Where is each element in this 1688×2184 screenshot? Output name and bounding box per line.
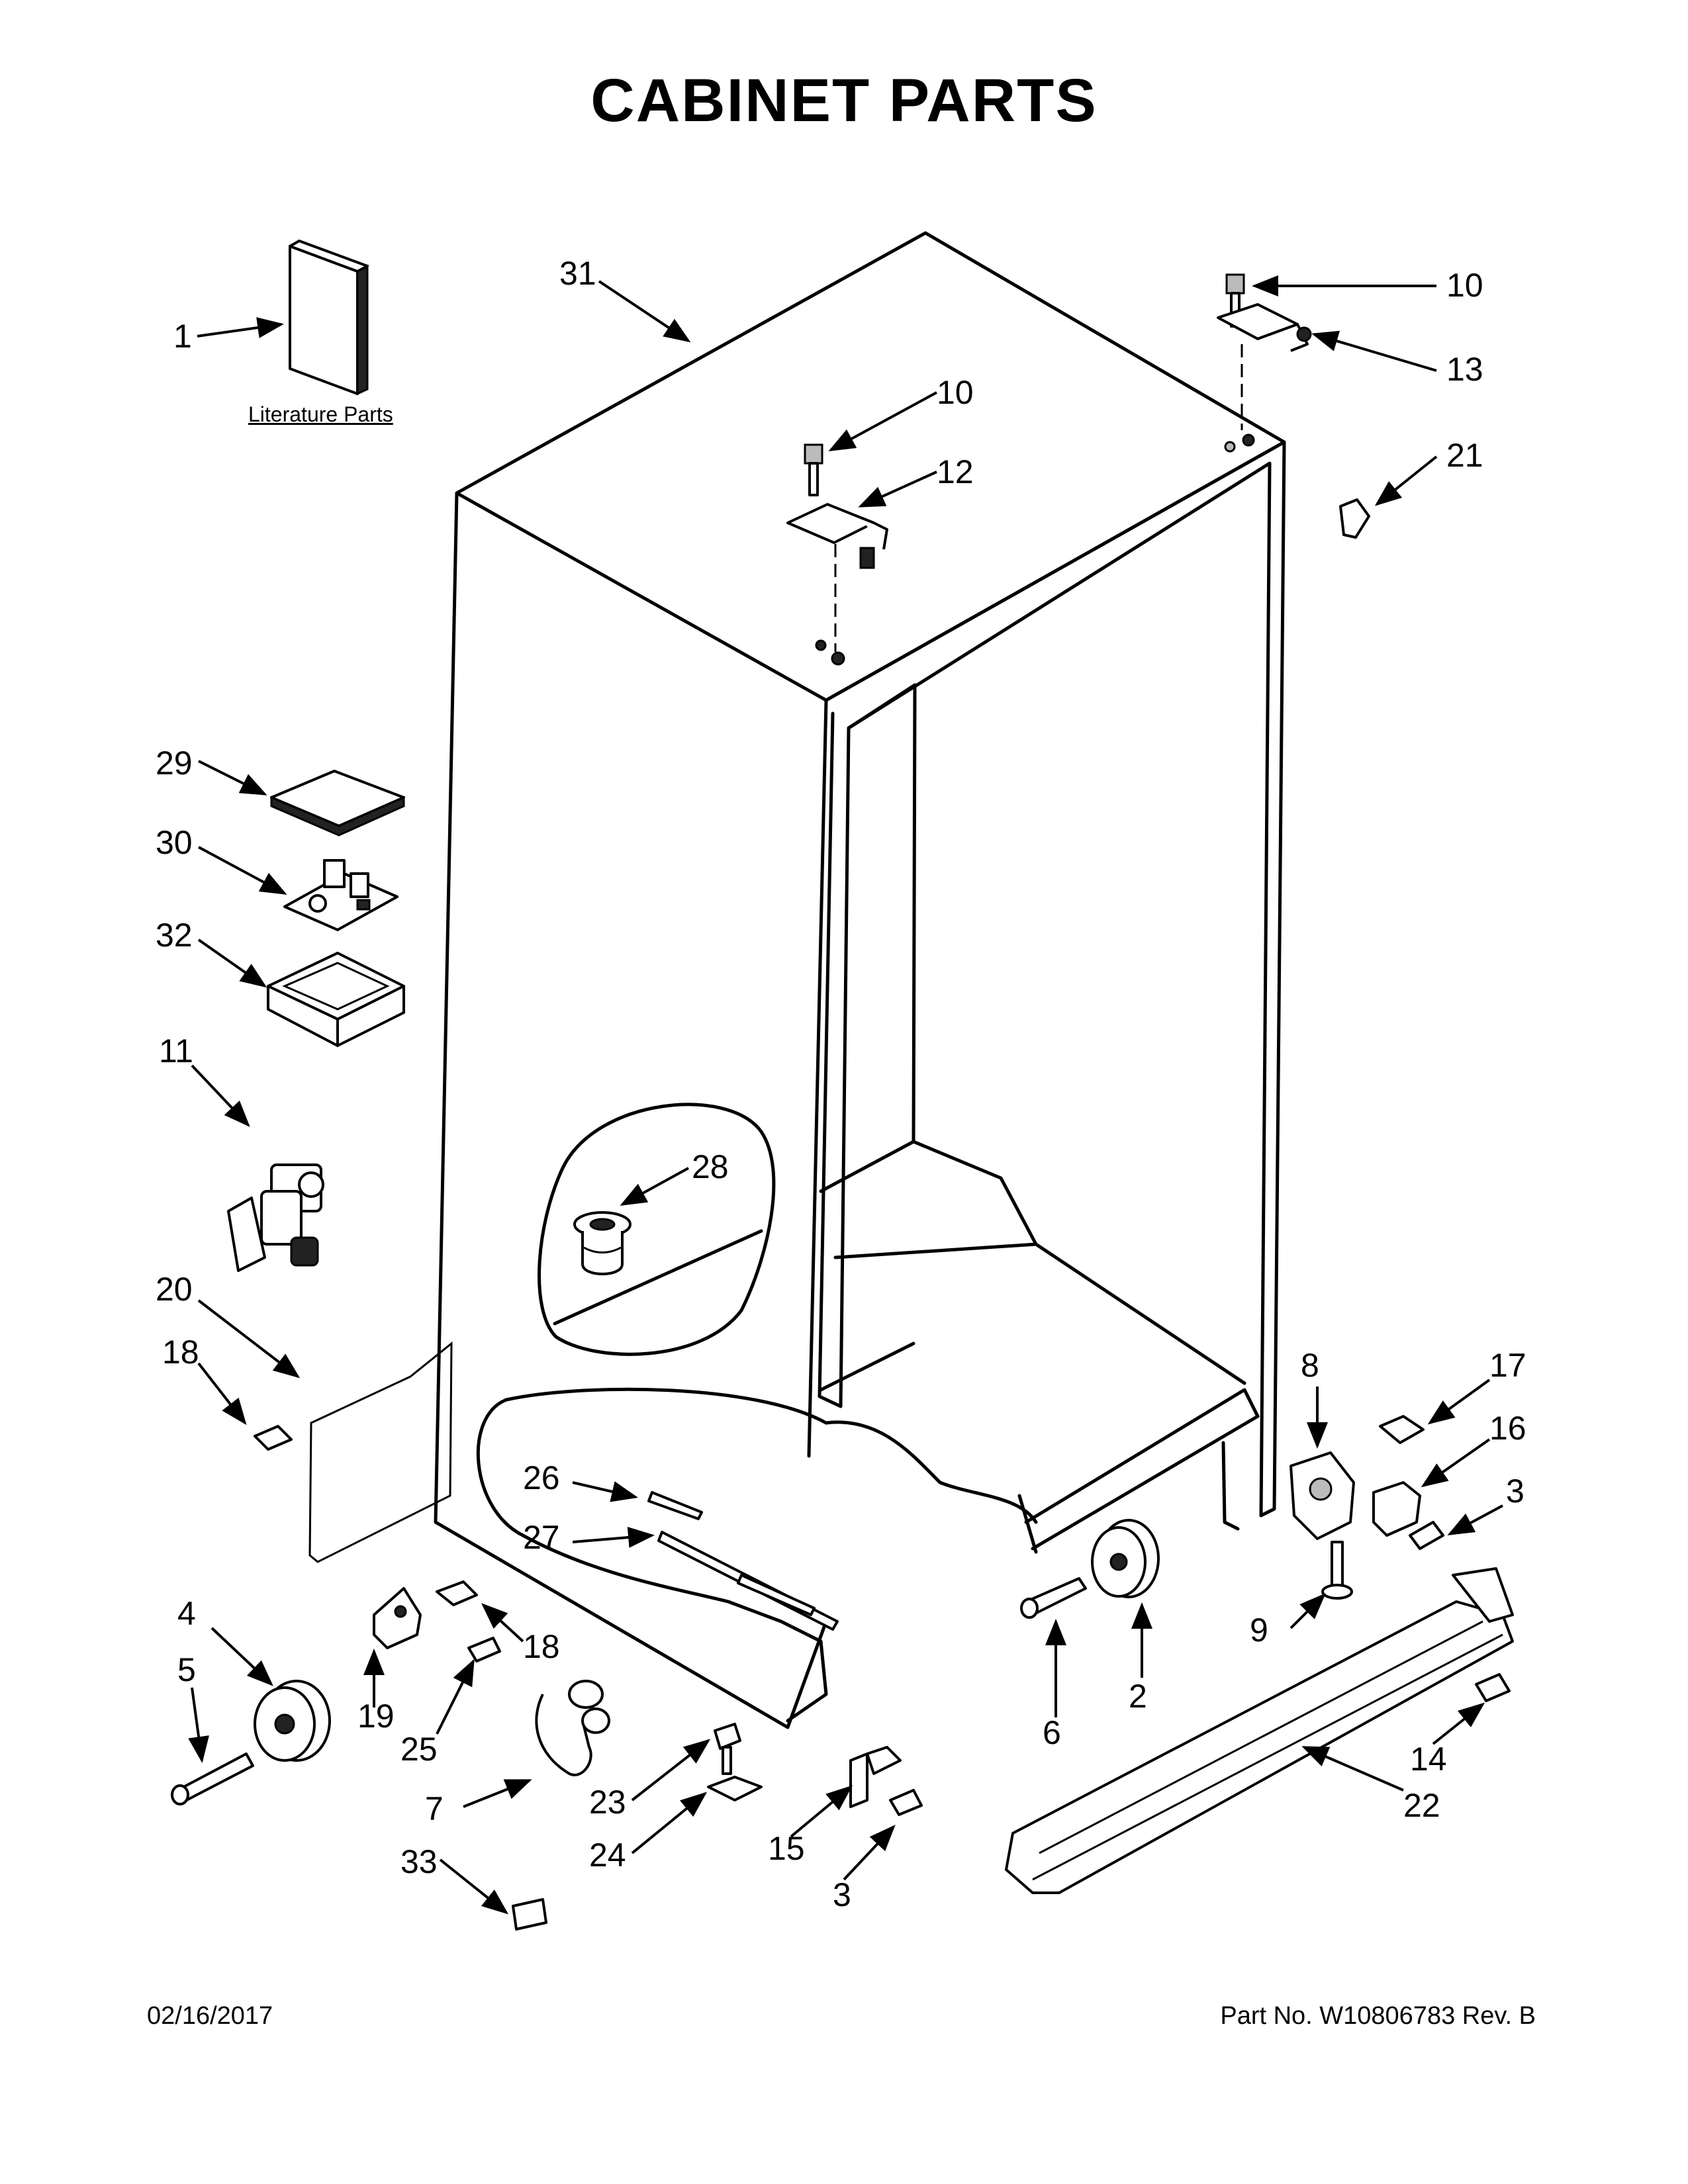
top-right-hinge [1217,273,1312,453]
callout-20: 20 [156,1271,193,1308]
callout-17: 17 [1489,1347,1526,1384]
literature-booklet [289,240,369,396]
screw-14 [1475,1673,1511,1702]
callout-24: 24 [589,1837,626,1874]
leader-arrows [188,275,1503,1915]
footer-part-number: Part No. W10806783 Rev. B [1220,2002,1536,2030]
callout-31: 31 [559,255,596,292]
bracket-15 [849,1746,923,1816]
page-title: CABINET PARTS [590,67,1098,134]
callout-15: 15 [768,1830,805,1867]
screw-18-upper [254,1425,293,1451]
callout-2: 2 [1129,1678,1147,1715]
callout-3-bottom: 3 [833,1876,851,1913]
right-roller [1020,1519,1160,1619]
callout-12: 12 [937,453,974,490]
callout-27: 27 [523,1519,560,1556]
callout-30: 30 [156,824,193,861]
top-center-hinge [786,443,888,666]
cabinet-body [308,231,1286,1729]
callout-28: 28 [692,1148,729,1185]
callout-18-upper: 18 [162,1334,199,1371]
callout-9: 9 [1250,1612,1268,1649]
callout-23: 23 [589,1784,626,1821]
water-valve [227,1163,324,1272]
callout-4: 4 [177,1595,196,1632]
left-roller [171,1680,331,1805]
callout-11: 11 [159,1032,193,1069]
left-bottom-small-parts [373,1580,610,1931]
callout-16: 16 [1489,1410,1526,1447]
drain-grommet [573,1211,632,1275]
callout-21: 21 [1446,437,1483,474]
control-board [283,859,399,931]
callout-labels: 1 31 10 13 10 12 21 29 30 32 11 28 20 18… [156,255,1526,1913]
callout-8: 8 [1301,1347,1319,1384]
control-cover [270,770,405,837]
callout-14: 14 [1410,1741,1447,1778]
callout-18-lower: 18 [523,1628,560,1665]
drain-tubes [647,1491,839,1631]
bottom-right-hinge [1289,1415,1444,1600]
base-grille [1005,1567,1514,1894]
literature-parts-label: Literature Parts [248,402,393,426]
callout-33: 33 [400,1843,438,1880]
callout-6: 6 [1043,1714,1061,1751]
clip-21 [1339,498,1370,539]
callout-32: 32 [156,917,193,954]
callout-10-top-center: 10 [937,374,974,411]
callout-7: 7 [425,1790,444,1827]
footer-date: 02/16/2017 [147,2002,273,2030]
callout-5: 5 [177,1651,196,1688]
callout-25: 25 [400,1731,438,1768]
callout-3-right: 3 [1506,1473,1524,1510]
callout-29: 29 [156,745,193,782]
callout-1: 1 [173,318,192,355]
callout-26: 26 [523,1459,560,1496]
control-box [267,952,405,1047]
callout-10-top-right: 10 [1446,267,1483,304]
callout-13: 13 [1446,351,1483,388]
leveling-leg [707,1723,763,1801]
callout-22: 22 [1403,1787,1440,1824]
callout-19: 19 [357,1698,395,1735]
